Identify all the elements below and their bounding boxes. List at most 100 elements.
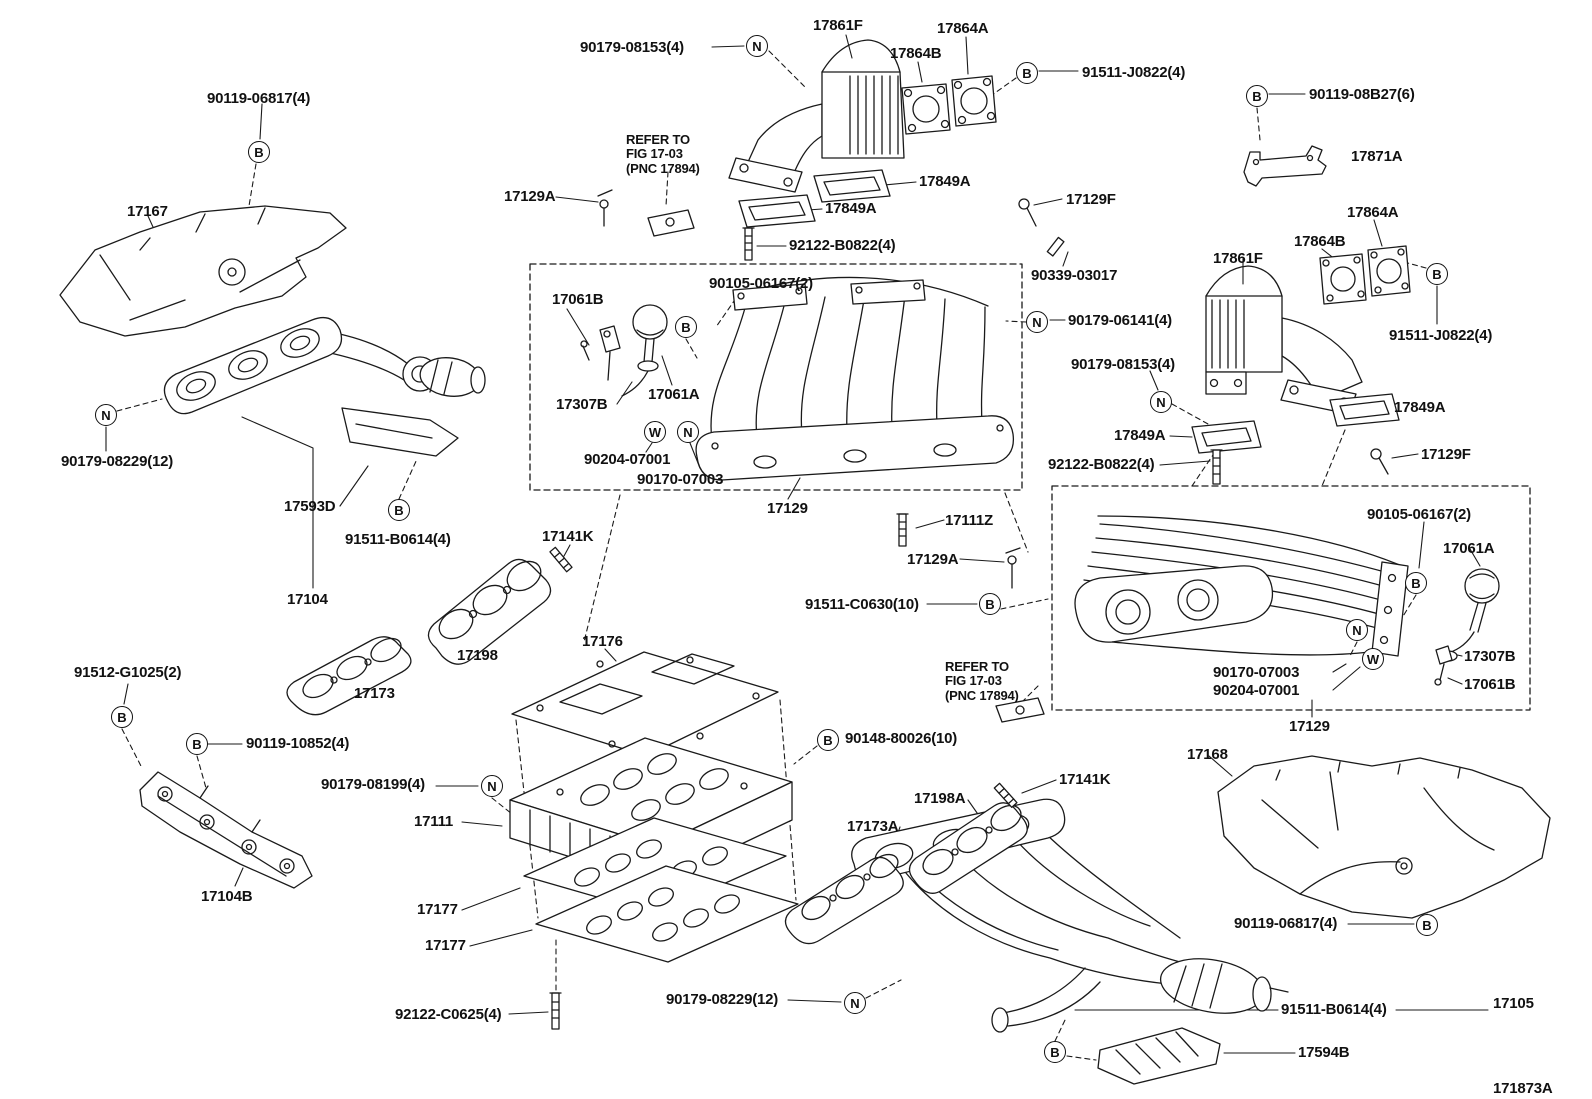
part-label-17864b: 17864B — [1294, 233, 1346, 250]
pin-17129A-center — [1005, 547, 1021, 589]
fastener-marker-w: W — [644, 421, 666, 443]
part-label-17141k: 17141K — [1059, 771, 1111, 788]
fastener-marker-n: N — [677, 421, 699, 443]
part-label-17861f: 17861F — [813, 17, 863, 34]
part-label-17864a: 17864A — [937, 20, 989, 37]
part-label-90119-08b276: 90119-08B27(6) — [1309, 86, 1415, 103]
stud-17111Z — [896, 513, 909, 547]
part-label-17061a: 17061A — [648, 386, 700, 403]
fastener-marker-n: N — [95, 404, 117, 426]
part-label-90119-068174: 90119-06817(4) — [1234, 915, 1338, 932]
part-label-90204-07001: 90204-07001 — [1213, 682, 1300, 699]
fastener-marker-b: B — [1426, 263, 1448, 285]
part-label-17111z: 17111Z — [945, 512, 994, 529]
part-label-90179-081534: 90179-08153(4) — [1071, 356, 1175, 373]
fastener-marker-n: N — [481, 775, 503, 797]
part-label-17871a: 17871A — [1351, 148, 1403, 165]
part-label-17173: 17173 — [354, 685, 395, 702]
tab-refer-fig-right — [995, 697, 1045, 723]
part-label-90119-108524: 90119-10852(4) — [246, 735, 350, 752]
bolt-17129F-right — [1370, 448, 1389, 475]
part-label-17864a: 17864A — [1347, 204, 1399, 221]
part-label-90179-0822912: 90179-08229(12) — [61, 453, 174, 470]
part-label-17129: 17129 — [767, 500, 808, 517]
gasket-17864B-right — [1319, 253, 1367, 305]
gasket-17864A-right — [1367, 245, 1411, 297]
fastener-marker-n: N — [1346, 619, 1368, 641]
part-label-90105-061672: 90105-06167(2) — [1367, 506, 1471, 523]
stud-92122-B0822-top — [742, 227, 755, 261]
part-label-91511-j08224: 91511-J0822(4) — [1389, 327, 1493, 344]
fastener-marker-w: W — [1362, 648, 1384, 670]
pin-90339-03017 — [1046, 236, 1065, 257]
part-label-17849a: 17849A — [1114, 427, 1166, 444]
intake-manifold-17129-right — [1074, 515, 1409, 657]
part-label-17129a: 17129A — [907, 551, 959, 568]
part-label-17104: 17104 — [287, 591, 328, 608]
part-label-91511-b06144: 91511-B0614(4) — [345, 531, 451, 548]
bolt-17129F-top — [1018, 198, 1037, 227]
part-label-17864b: 17864B — [890, 45, 942, 62]
part-label-17167: 17167 — [127, 203, 168, 220]
part-label-91512-g10252: 91512-G1025(2) — [74, 664, 182, 681]
part-label-92122-b08224: 92122-B0822(4) — [1048, 456, 1155, 473]
gasket-17864B-top — [901, 83, 951, 135]
gasket-17198A — [908, 802, 1028, 894]
part-label-17594b: 17594B — [1298, 1044, 1350, 1061]
intake-manifold-17129-center — [695, 276, 1015, 481]
part-label-91511-b06144: 91511-B0614(4) — [1281, 1001, 1387, 1018]
fastener-marker-b: B — [1405, 572, 1427, 594]
part-label-91511-c063010: 91511-C0630(10) — [805, 596, 919, 613]
gasket-17173 — [286, 636, 412, 716]
gasket-17177-lower — [535, 865, 799, 963]
part-label-17141k: 17141K — [542, 528, 594, 545]
fastener-marker-b: B — [186, 733, 208, 755]
gasket-17849A-right-2 — [1191, 420, 1262, 454]
part-label-17104b: 17104B — [201, 888, 253, 905]
part-label-90105-061672: 90105-06167(2) — [709, 275, 813, 292]
heat-shield-17593D — [341, 407, 459, 457]
tab-refer-fig-center — [647, 209, 695, 237]
part-label-17173a: 17173A — [847, 818, 899, 835]
egr-valve-17061A-right — [1434, 568, 1500, 686]
fastener-marker-b: B — [1044, 1041, 1066, 1063]
part-label-17129f: 17129F — [1066, 191, 1116, 208]
egr-valve-17061A-center — [580, 304, 668, 397]
part-label-17198a: 17198A — [914, 790, 966, 807]
fastener-marker-b: B — [248, 141, 270, 163]
stud-92122-C0625 — [549, 992, 562, 1030]
part-label-92122-c06254: 92122-C0625(4) — [395, 1006, 502, 1023]
part-label-17593d: 17593D — [284, 498, 336, 515]
gasket-17173A — [784, 853, 904, 945]
part-label-referto: REFER TO FIG 17-03 (PNC 17894) — [945, 659, 1019, 703]
part-label-17307b: 17307B — [556, 396, 608, 413]
part-label-17105: 17105 — [1493, 995, 1534, 1012]
part-label-90179-081534: 90179-08153(4) — [580, 39, 684, 56]
part-label-17111: 17111 — [414, 813, 454, 830]
heat-shield-17594B — [1097, 1027, 1221, 1085]
heat-shield-17168 — [1217, 755, 1551, 919]
part-label-17177: 17177 — [417, 901, 458, 918]
fastener-marker-n: N — [844, 992, 866, 1014]
part-label-91511-j08224: 91511-J0822(4) — [1082, 64, 1186, 81]
part-label-90179-061414: 90179-06141(4) — [1068, 312, 1172, 329]
part-label-17129: 17129 — [1289, 718, 1330, 735]
fastener-marker-b: B — [817, 729, 839, 751]
part-label-17061b: 17061B — [552, 291, 604, 308]
part-label-17176: 17176 — [582, 633, 623, 650]
part-label-90179-081994: 90179-08199(4) — [321, 776, 425, 793]
assembly-box-right — [1051, 485, 1531, 711]
part-label-17061a: 17061A — [1443, 540, 1495, 557]
fastener-marker-b: B — [979, 593, 1001, 615]
leader-lines-solid — [105, 34, 1489, 1054]
fastener-marker-b: B — [1416, 914, 1438, 936]
fastener-marker-b: B — [111, 706, 133, 728]
part-label-17177: 17177 — [425, 937, 466, 954]
part-label-171873a: 171873A — [1493, 1080, 1553, 1097]
part-label-92122-b08224: 92122-B0822(4) — [789, 237, 896, 254]
part-label-17061b: 17061B — [1464, 676, 1516, 693]
pin-17129A-top — [597, 189, 613, 227]
gasket-17849A-top-2 — [738, 194, 816, 228]
air-connector-17861F-top — [728, 39, 905, 193]
